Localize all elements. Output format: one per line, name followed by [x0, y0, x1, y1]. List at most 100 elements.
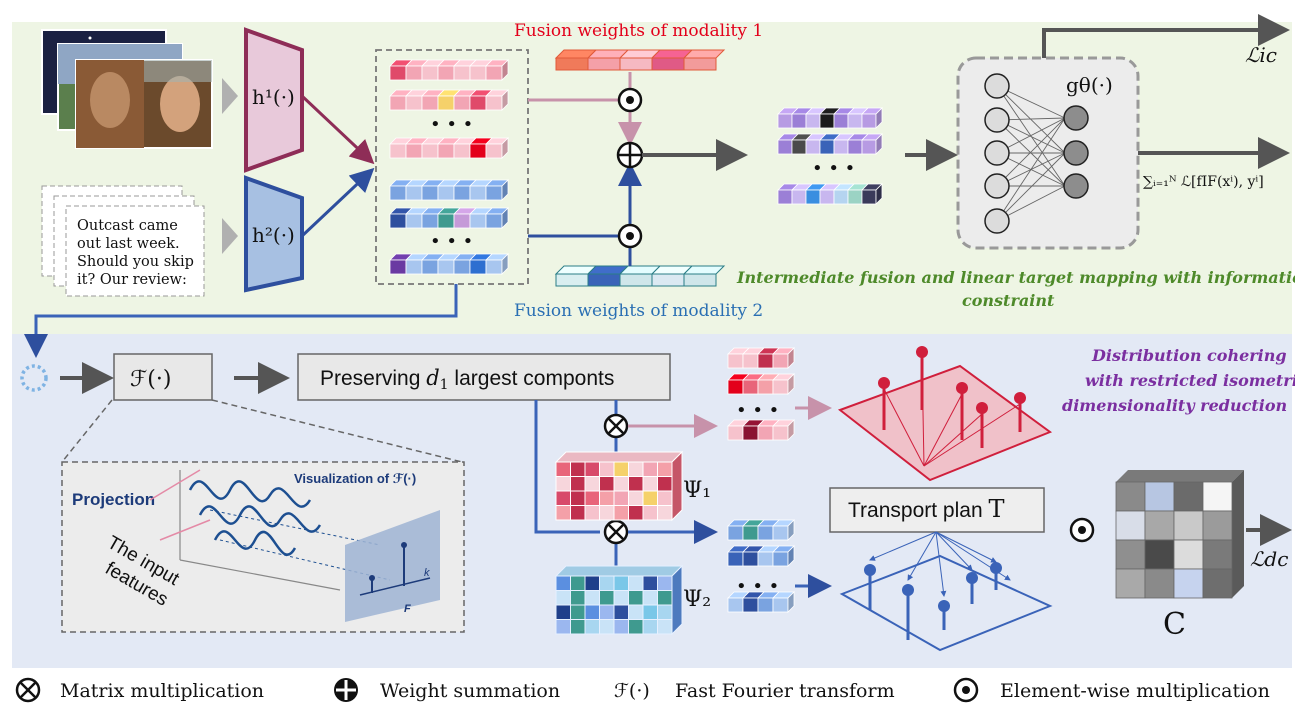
legend-weight-sum: Weight summation: [380, 680, 560, 702]
matrix-cell: [584, 575, 600, 591]
legend-elementwise: Element-wise multiplication: [1000, 680, 1270, 702]
point-head: [990, 562, 1002, 574]
mlp-edge: [996, 152, 1066, 222]
matrix-cell: [657, 575, 673, 591]
matrix-cell: [599, 476, 615, 492]
cube: [772, 551, 789, 567]
mlp-edge: [996, 117, 1066, 222]
cube-side: [787, 519, 795, 541]
oplus-icon: [334, 678, 358, 702]
matrix-side: [671, 450, 683, 522]
cube-side: [875, 107, 883, 129]
matrix-cell: [628, 476, 644, 492]
matrix-top: [554, 451, 684, 463]
weight-cell: [651, 57, 685, 71]
cube-side: [501, 89, 509, 111]
reduced-feature-rows: [727, 347, 795, 613]
matrix-cell: [613, 604, 629, 620]
fusion-weights-2-bar: [554, 265, 726, 287]
cube: [805, 139, 821, 155]
weight-cell: [619, 57, 653, 71]
cube: [437, 143, 455, 159]
oplus-icon: [616, 141, 644, 169]
cube: [757, 597, 774, 613]
cube: [453, 95, 471, 111]
chevron-icon: [222, 78, 238, 114]
cube: [437, 213, 455, 229]
odot-icon: [953, 677, 979, 703]
matrix-cell: [613, 505, 629, 521]
cube: [405, 259, 423, 275]
cube: [405, 185, 423, 201]
encoder-2-label: h²(·): [252, 223, 295, 247]
cube: [742, 425, 759, 441]
weight-cell: [651, 273, 685, 287]
mlp-edge: [996, 117, 1066, 187]
matrix-cell: [555, 575, 571, 591]
weight-cell: [555, 273, 589, 287]
cube: [727, 353, 744, 369]
loss-sum-label: ∑ᵢ₌₁ᴺ ℒ[fIF(xⁱ), yⁱ]: [1143, 174, 1264, 190]
matrix-cell: [642, 590, 658, 606]
weight-cell: [683, 273, 717, 287]
matrix-cell: [642, 476, 658, 492]
cube: [833, 113, 849, 129]
ellipsis-red: • • •: [736, 400, 779, 421]
cube: [421, 143, 439, 159]
cube-side: [787, 373, 795, 395]
point-head: [878, 377, 890, 389]
line-preserve-to-psi2: [534, 400, 600, 534]
point-head: [976, 402, 988, 414]
cube: [861, 139, 877, 155]
cube: [485, 95, 503, 111]
cube: [847, 189, 863, 205]
bottom-caption-line-3: dimensionality reduction: [1062, 396, 1287, 415]
bottom-caption-line-2: with restricted isometric: [1085, 371, 1295, 390]
cube: [469, 65, 487, 81]
cube: [772, 379, 789, 395]
cube: [485, 185, 503, 201]
matrix-cell: [1144, 539, 1175, 570]
weight-cell: [683, 57, 717, 71]
cube: [791, 189, 807, 205]
cube: [772, 425, 789, 441]
matrix-cell: [657, 505, 673, 521]
matrix-cell: [570, 490, 586, 506]
inset-projection-label: Projection: [72, 490, 155, 509]
matrix-cell: [628, 490, 644, 506]
matrix-cell: [555, 476, 571, 492]
inset-spectrum: [359, 542, 431, 596]
encoder-modality-1: [244, 27, 304, 173]
transport-line: [869, 531, 937, 561]
mlp-input-node: [984, 173, 1010, 199]
red-distribution-points: [878, 346, 1026, 467]
matrix-cell: [613, 575, 629, 591]
matrix-cell: [570, 604, 586, 620]
connector-to-fft: [24, 284, 458, 358]
weight-cell: [619, 273, 653, 287]
matrix-cell: [555, 590, 571, 606]
cube: [453, 185, 471, 201]
matrix-cell: [1115, 539, 1146, 570]
cube: [437, 95, 455, 111]
matrix-cell: [1202, 539, 1233, 570]
point-head: [1014, 392, 1026, 404]
cube: [421, 185, 439, 201]
mlp-input-node: [984, 208, 1010, 234]
cube: [469, 95, 487, 111]
loss-dc-label: ℒdc: [1250, 547, 1288, 571]
matrix-cell: [1144, 510, 1175, 541]
cube: [742, 379, 759, 395]
fusion-weights-1-label: Fusion weights of modality 1: [514, 21, 763, 41]
arrow-modality-1: [300, 94, 375, 165]
encoder-modality-2: [244, 175, 304, 293]
cube: [485, 65, 503, 81]
matrix-cell: [1202, 481, 1233, 512]
matrix-cell: [555, 461, 571, 477]
inset-waves: [149, 469, 391, 591]
odot-icon: [617, 223, 643, 249]
chevron-icon: [222, 218, 238, 254]
matrix-cell: [628, 619, 644, 635]
matrix-cell: [613, 590, 629, 606]
weight-cell: [587, 57, 621, 71]
